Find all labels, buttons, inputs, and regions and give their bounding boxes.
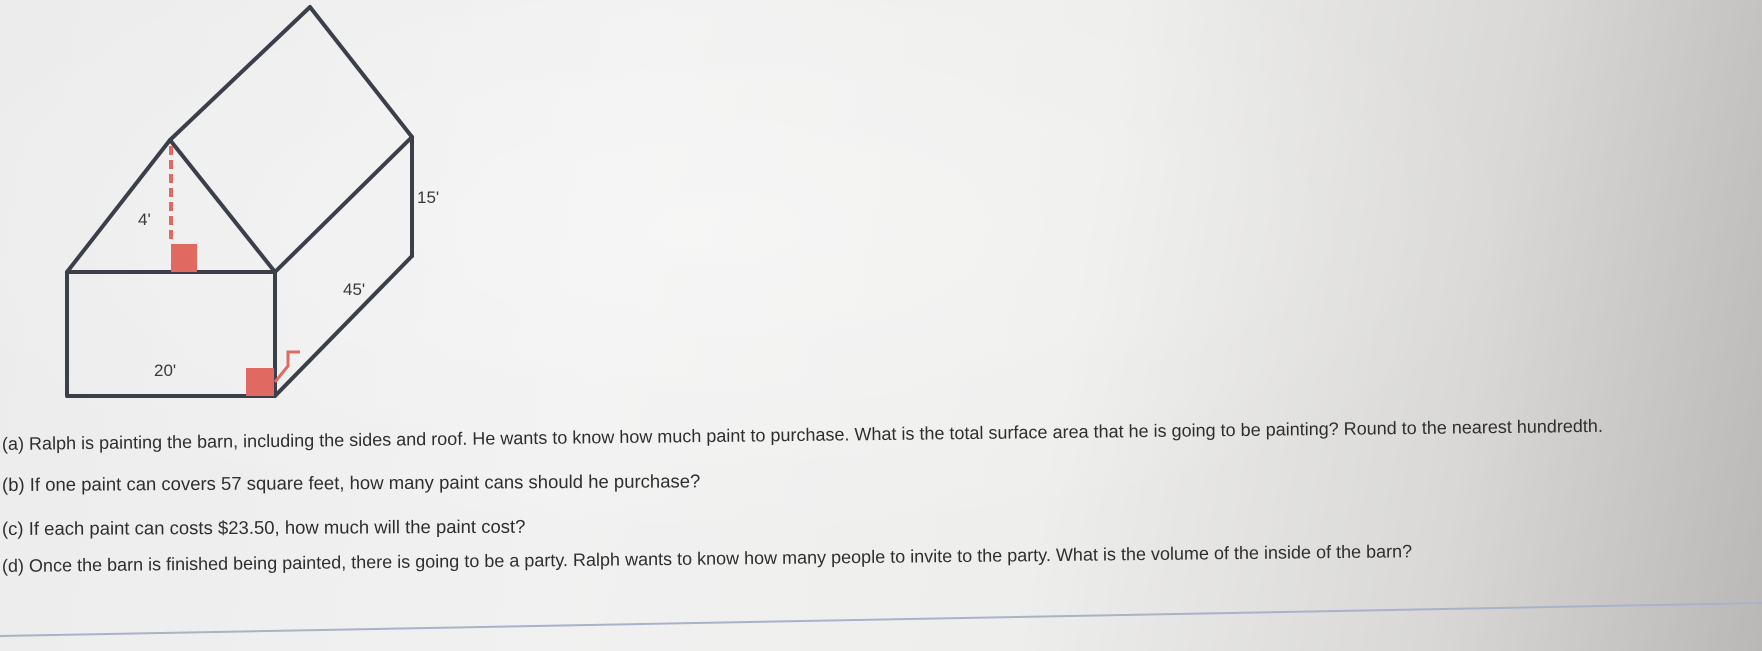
roof-height-label: 4' [138,210,151,229]
right-angle-marker-gable [171,244,197,272]
question-d: (d) Once the barn is finished being pain… [1,541,1413,576]
bottom-side-edge [273,254,414,398]
roof-eave [273,135,414,274]
answer-underline [0,602,1762,637]
question-a: (a) Ralph is painting the barn, includin… [1,415,1603,454]
right-angle-marker-side [273,350,300,383]
width-label: 20' [154,361,176,380]
question-c: (c) If each paint can costs $23.50, how … [1,515,526,539]
question-b: (b) If one paint can covers 57 square fe… [1,470,701,495]
length-label: 45' [343,280,365,299]
barn-diagram: 4' 15' 45' 20' [65,5,439,398]
right-angle-marker-base [246,368,274,396]
back-roof-slope [308,5,414,139]
roof-ridge [168,5,312,142]
side-height-label: 15' [417,188,439,207]
